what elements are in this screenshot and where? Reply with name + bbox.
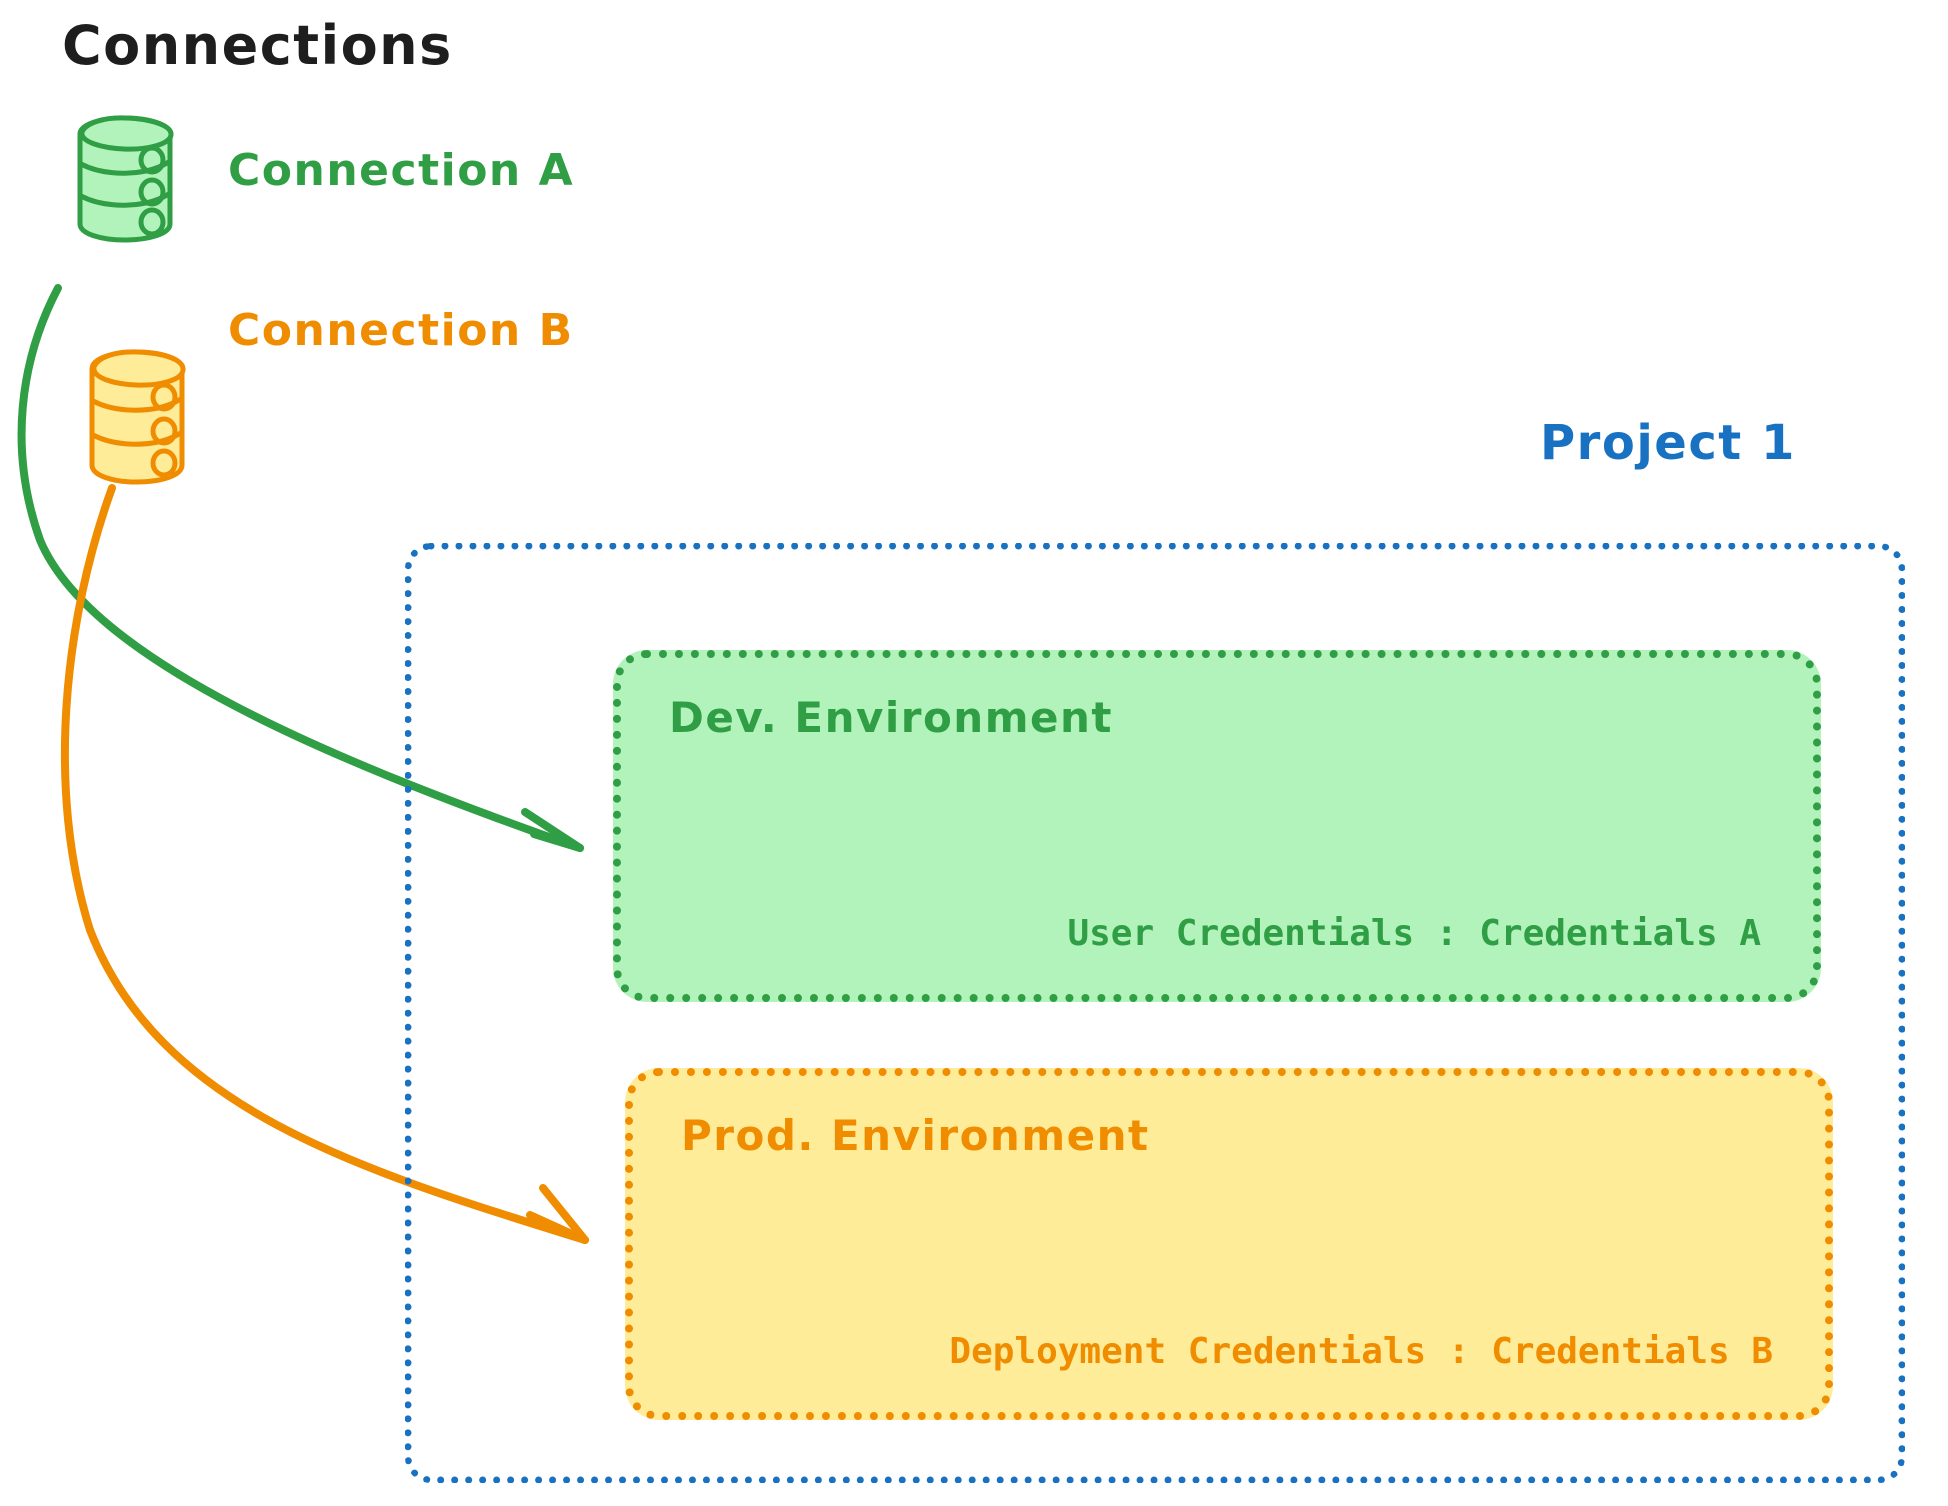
dev-environment-box[interactable]: Dev. Environment User Credentials : Cred… bbox=[613, 650, 1821, 1002]
prod-environment-title: Prod. Environment bbox=[681, 1111, 1150, 1160]
prod-environment-credentials: Deployment Credentials : Credentials B bbox=[949, 1331, 1773, 1372]
dev-environment-credentials: User Credentials : Credentials A bbox=[1067, 913, 1761, 954]
project-title: Project 1 bbox=[1540, 415, 1796, 471]
connection-a-label: Connection A bbox=[228, 145, 575, 196]
prod-environment-box[interactable]: Prod. Environment Deployment Credentials… bbox=[625, 1068, 1833, 1420]
project-container bbox=[405, 543, 1905, 1483]
dev-environment-title: Dev. Environment bbox=[669, 693, 1113, 742]
connection-b-label: Connection B bbox=[228, 305, 574, 356]
database-icon-connection-a bbox=[77, 115, 174, 243]
page-title: Connections bbox=[62, 14, 453, 77]
database-icon-connection-b bbox=[89, 349, 186, 485]
